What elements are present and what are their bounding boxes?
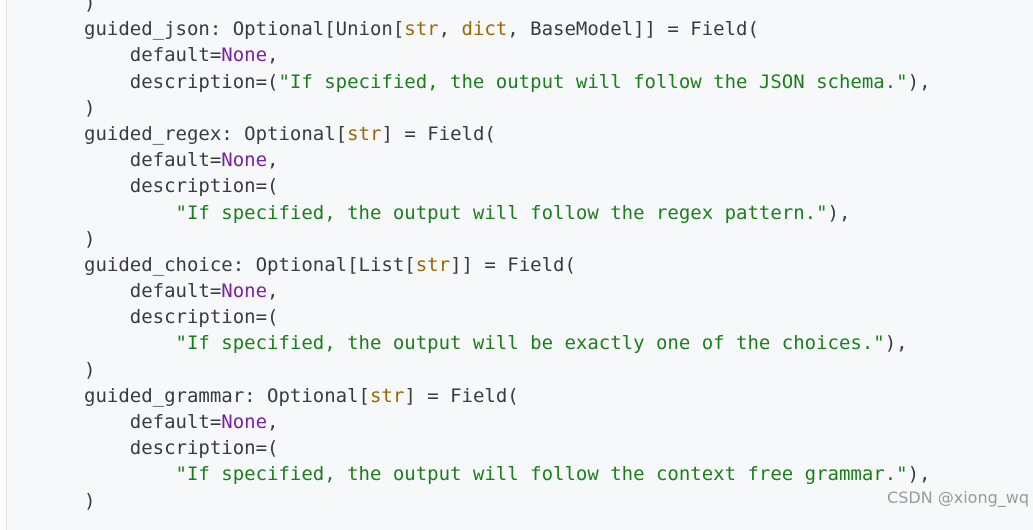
code-token-plain: default= <box>84 44 222 67</box>
code-line: description=( <box>84 304 931 330</box>
code-token-kw: None <box>221 411 268 433</box>
code-line: "If specified, the output will follow th… <box>84 461 931 487</box>
code-token-plain: ) <box>84 0 96 14</box>
code-token-kw: None <box>221 149 268 172</box>
code-token-plain: description=( <box>84 437 279 460</box>
code-line: guided_regex: Optional[str] = Field( <box>84 121 931 147</box>
code-token-plain: description=( <box>84 306 279 329</box>
watermark: CSDN @xiong_wq <box>887 488 1029 507</box>
code-token-kw: None <box>221 280 268 303</box>
code-token-plain: ) <box>84 358 96 381</box>
code-line: ) <box>84 488 931 514</box>
code-token-plain: , <box>267 280 279 303</box>
code-line: description=( <box>84 435 931 461</box>
code-token-str: "If specified, the output will be exactl… <box>175 332 885 355</box>
code-token-plain: , <box>267 411 279 433</box>
code-token-plain: ) <box>84 96 96 119</box>
code-line: "If specified, the output will be exactl… <box>84 330 931 356</box>
code-token-builtin: str <box>347 122 382 145</box>
code-token-plain: guided_grammar: Optional[ <box>84 384 370 407</box>
code-token-plain: default= <box>84 411 222 433</box>
code-token-plain: guided_json: Optional[Union[ <box>84 18 405 41</box>
code-token-plain: , BaseModel]] = Field( <box>507 18 759 41</box>
code-line: description=("If specified, the output w… <box>84 69 931 95</box>
code-token-plain: ]] = Field( <box>450 253 576 276</box>
code-line: ) <box>84 226 931 252</box>
code-token-plain <box>84 463 176 485</box>
code-token-plain: , <box>438 18 462 41</box>
code-line: ) <box>84 95 931 121</box>
code-line: default=None, <box>84 147 931 173</box>
code-token-plain: ) <box>84 227 96 250</box>
code-token-plain: default= <box>84 280 222 303</box>
code-token-plain: ), <box>884 332 908 355</box>
code-block: )guided_json: Optional[Union[str, dict, … <box>6 0 1033 530</box>
code-token-builtin: str <box>369 384 405 407</box>
code-token-plain <box>84 332 176 354</box>
code-token-builtin: dict <box>461 18 508 41</box>
code-token-str: "If specified, the output will follow th… <box>278 70 908 93</box>
code-token-str: "If specified, the output will follow th… <box>175 201 828 224</box>
code-token-plain: , <box>267 44 279 67</box>
code-token-plain: , <box>267 149 279 172</box>
code-line: description=( <box>84 173 931 199</box>
code-line: guided_choice: Optional[List[str]] = Fie… <box>84 252 931 278</box>
code-line: default=None, <box>84 278 931 304</box>
code-line: guided_json: Optional[Union[str, dict, B… <box>84 16 931 42</box>
code-token-plain: default= <box>84 149 222 172</box>
code-token-str: "If specified, the output will follow th… <box>175 463 908 486</box>
code-token-plain <box>84 202 176 224</box>
code-token-plain: ), <box>827 201 851 224</box>
code-token-plain: ), <box>907 463 931 486</box>
code-token-plain: ) <box>84 489 96 512</box>
code-token-plain: guided_choice: Optional[List[ <box>84 253 416 276</box>
code-token-plain: guided_regex: Optional[ <box>84 122 348 145</box>
code-token-kw: None <box>221 44 268 67</box>
code-token-builtin: str <box>404 18 439 41</box>
code-line: ) <box>84 357 931 383</box>
code-line: guided_grammar: Optional[str] = Field( <box>84 383 931 409</box>
code-line: ) <box>84 0 931 16</box>
code-lines: )guided_json: Optional[Union[str, dict, … <box>84 0 931 514</box>
code-token-builtin: str <box>415 253 451 276</box>
code-token-plain: description=( <box>84 70 279 93</box>
code-line: default=None, <box>84 409 931 435</box>
code-token-plain: ), <box>907 70 931 93</box>
code-line: "If specified, the output will follow th… <box>84 200 931 226</box>
code-token-plain: description=( <box>84 175 279 198</box>
code-token-plain: ] = Field( <box>404 384 519 407</box>
code-token-plain: ] = Field( <box>381 122 496 145</box>
code-line: default=None, <box>84 42 931 68</box>
